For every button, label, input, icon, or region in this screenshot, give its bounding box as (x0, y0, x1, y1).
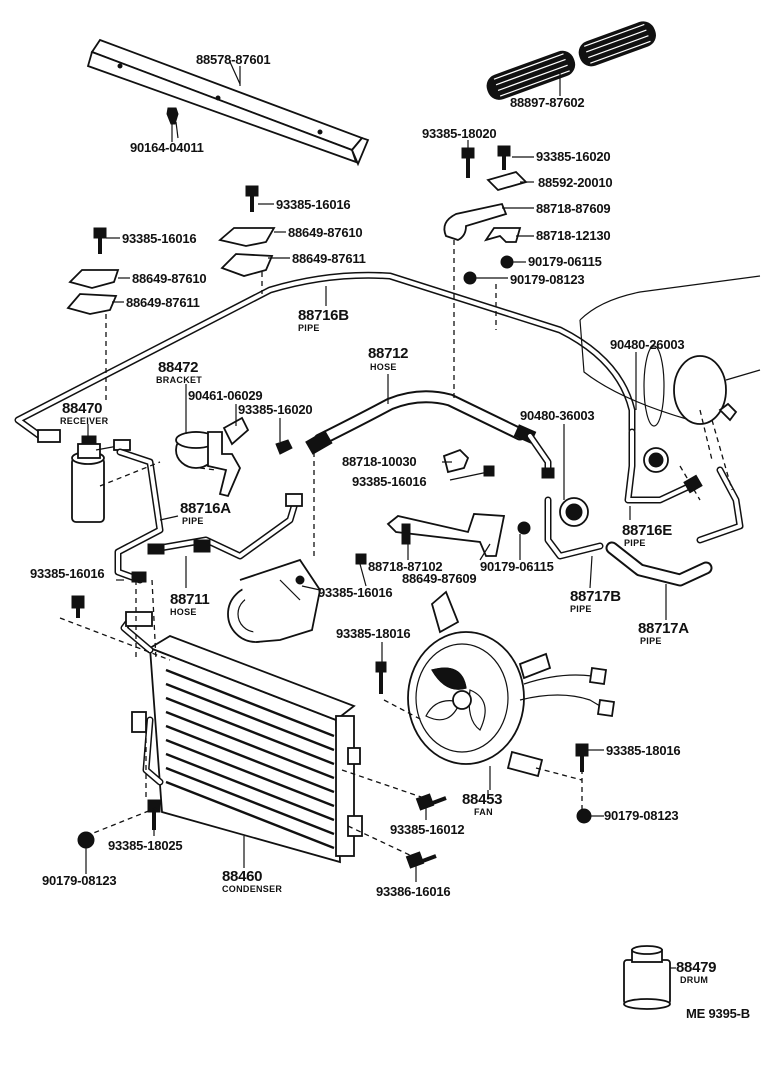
part-label-90179-08123-left: 90179-08123 (42, 873, 116, 888)
part-label-88460: 88460 (222, 868, 262, 885)
part-label-90480-36003: 90480-36003 (520, 408, 594, 423)
part-label-88718-10030: 88718-10030 (342, 454, 416, 469)
part-label-88649-87610-a: 88649-87610 (288, 225, 362, 240)
part-label-93385-16012: 93385-16012 (390, 822, 464, 837)
part-caption-hose-88712: HOSE (370, 362, 397, 372)
part-label-93385-16020-mid: 93385-16020 (238, 402, 312, 417)
part-label-93385-16016-d: 93385-16016 (30, 566, 104, 581)
part-label-88649-87609: 88649-87609 (402, 571, 476, 586)
part-caption-pipe-88717A: PIPE (640, 636, 662, 646)
clamp-drawings-left (66, 185, 276, 315)
part-caption-fan-88453: FAN (474, 807, 493, 817)
part-label-88716E: 88716E (622, 522, 672, 539)
part-caption-hose-88711: HOSE (170, 607, 197, 617)
part-label-90461-06029: 90461-06029 (188, 388, 262, 403)
part-caption-pipe-88716E: PIPE (624, 538, 646, 548)
part-label-93385-16016-e: 93385-16016 (318, 585, 392, 600)
part-label-88712: 88712 (368, 345, 408, 362)
part-label-90480-26003: 90480-26003 (610, 337, 684, 352)
part-caption-receiver-88470: RECEIVER (60, 416, 109, 426)
part-label-90179-08123-right: 90179-08123 (604, 808, 678, 823)
part-label-88717B: 88717B (570, 588, 621, 605)
part-label-90179-06115-mid: 90179-06115 (480, 559, 554, 574)
part-labels: 88578-87601 90164-04011 88897-87602 9338… (30, 52, 750, 1021)
part-label-93385-16016-b: 93385-16016 (122, 231, 196, 246)
part-label-93386-16016: 93386-16016 (376, 884, 450, 899)
part-label-90179-06115-top: 90179-06115 (528, 254, 602, 269)
screw-clip-drawing (166, 107, 179, 139)
part-label-88897-87602: 88897-87602 (510, 95, 584, 110)
part-label-93385-18025: 93385-18025 (108, 838, 182, 853)
receiver-drawing (71, 435, 131, 523)
part-label-88711: 88711 (170, 591, 209, 608)
pipe-88716B-drawing (14, 271, 636, 443)
part-label-88718-87102: 88718-87102 (368, 559, 442, 574)
pipe-88717B-drawing (544, 496, 604, 560)
part-label-88649-87610-b: 88649-87610 (132, 271, 206, 286)
bolt-drawings-top (443, 145, 528, 285)
part-caption-pipe-88716B: PIPE (298, 323, 320, 333)
part-caption-condenser-88460: CONDENSER (222, 884, 282, 894)
part-label-88470: 88470 (62, 400, 102, 417)
part-label-88716B: 88716B (298, 307, 349, 324)
fan-drawing (407, 590, 616, 790)
part-label-93385-18016-a: 93385-18016 (336, 626, 410, 641)
dashed-assembly-lines (59, 240, 733, 859)
part-label-93385-18016-b: 93385-18016 (606, 743, 680, 758)
center-bracket-drawing (355, 448, 531, 565)
part-label-90164-04011: 90164-04011 (130, 140, 204, 155)
part-caption-bracket-88472: BRACKET (156, 375, 202, 385)
support-bracket-drawing (86, 38, 370, 167)
part-label-88453: 88453 (462, 791, 502, 808)
condenser-drawing (120, 616, 363, 864)
part-label-93385-16016-a: 93385-16016 (276, 197, 350, 212)
part-label-93385-16020-top: 93385-16020 (536, 149, 610, 164)
part-label-88717A: 88717A (638, 620, 689, 637)
part-caption-pipe-88716A: PIPE (182, 516, 204, 526)
part-label-88578-87601: 88578-87601 (196, 52, 270, 67)
pipe-88717A-drawing (605, 541, 713, 587)
part-label-88592-20010: 88592-20010 (538, 175, 612, 190)
part-label-93385-16016-c: 93385-16016 (352, 474, 426, 489)
compressor-drawing (227, 558, 321, 643)
part-label-88649-87611-a: 88649-87611 (292, 251, 366, 266)
part-label-88649-87611-b: 88649-87611 (126, 295, 200, 310)
diagram-code: ME 9395-B (686, 1006, 750, 1021)
drum-drawing (623, 945, 671, 1010)
pipe-88716E-drawing (624, 428, 744, 544)
part-label-88479: 88479 (676, 959, 716, 976)
part-label-88718-87609: 88718-87609 (536, 201, 610, 216)
leader-lines (85, 66, 676, 969)
part-caption-drum-88479: DRUM (680, 975, 708, 985)
part-label-88472: 88472 (158, 359, 198, 376)
bracket-88472-drawing (175, 416, 293, 498)
hose-88712-drawing (305, 390, 555, 479)
pipe-88716A-drawing (114, 448, 303, 584)
evaporator-unit-drawing (579, 275, 761, 427)
insulator-tube-drawing (486, 21, 656, 100)
part-caption-pipe-88717B: PIPE (570, 604, 592, 614)
part-label-93385-18020: 93385-18020 (422, 126, 496, 141)
part-label-88716A: 88716A (180, 500, 231, 517)
part-label-88718-12130: 88718-12130 (536, 228, 610, 243)
part-label-90179-08123-top: 90179-08123 (510, 272, 584, 287)
